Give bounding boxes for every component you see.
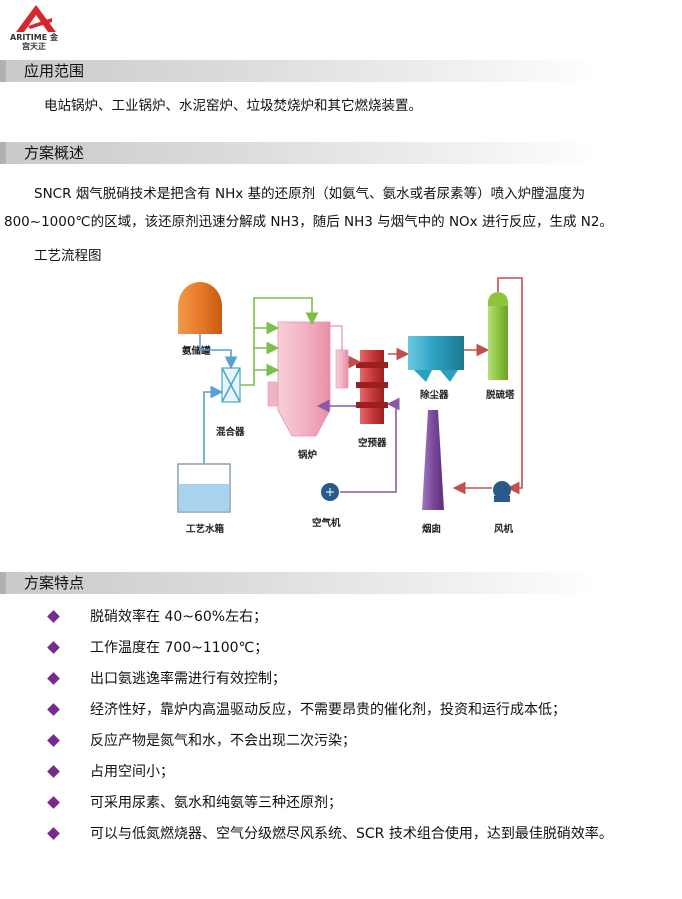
mixer-icon bbox=[221, 367, 241, 403]
dust-collector-icon bbox=[408, 336, 464, 382]
overview-line-2: 800~1000℃的区域，该还原剂迅速分解成 NH3，随后 NH3 与烟气中的 … bbox=[4, 214, 613, 230]
label-mixer: 混合器 bbox=[216, 426, 245, 438]
label-chimney: 烟囱 bbox=[422, 523, 441, 535]
chimney-icon bbox=[422, 410, 444, 510]
process-flow-diagram: 氨储罐 工艺水箱 混合器 锅炉 空预器 除尘器 bbox=[177, 277, 523, 535]
section-header-features: 方案特点 bbox=[0, 572, 600, 594]
diamond-bullet-icon bbox=[47, 703, 60, 716]
label-air-preheater: 空预器 bbox=[358, 437, 387, 449]
diamond-bullet-icon bbox=[47, 672, 60, 685]
diamond-bullet-icon bbox=[47, 827, 60, 840]
diamond-bullet-icon bbox=[47, 641, 60, 654]
label-desulfurization-tower: 脱硫塔 bbox=[486, 389, 515, 401]
fan-icon bbox=[493, 481, 511, 502]
label-air-blower: 空气机 bbox=[312, 517, 341, 529]
section-header-application: 应用范围 bbox=[0, 60, 600, 82]
diagram-title: 工艺流程图 bbox=[34, 248, 102, 264]
section-header-overview: 方案概述 bbox=[0, 142, 600, 164]
label-water-tank: 工艺水箱 bbox=[186, 523, 225, 535]
air-preheater-icon bbox=[356, 350, 388, 424]
label-dust-collector: 除尘器 bbox=[420, 389, 449, 401]
air-blower-icon bbox=[321, 483, 339, 501]
diamond-bullet-icon bbox=[47, 734, 60, 747]
logo-text: ARITIME 金宫天正 bbox=[10, 33, 58, 51]
label-boiler: 锅炉 bbox=[298, 449, 318, 461]
section-title: 应用范围 bbox=[24, 62, 85, 80]
boiler-icon bbox=[267, 321, 349, 437]
label-ammonia-tank: 氨储罐 bbox=[182, 345, 211, 357]
ammonia-tank-icon bbox=[178, 282, 222, 334]
diamond-bullet-icon bbox=[47, 796, 60, 809]
label-fan: 风机 bbox=[494, 523, 514, 535]
section-title: 方案特点 bbox=[24, 574, 85, 592]
company-logo bbox=[16, 5, 56, 32]
overview-line-1: SNCR 烟气脱硝技术是把含有 NHx 基的还原剂（如氨气、氨水或者尿素等）喷入… bbox=[34, 186, 586, 202]
application-text: 电站锅炉、工业锅炉、水泥窑炉、垃圾焚烧炉和其它燃烧装置。 bbox=[44, 98, 422, 114]
water-tank-icon bbox=[177, 463, 231, 513]
diamond-bullet-icon bbox=[47, 765, 60, 778]
desulfurization-tower-icon bbox=[488, 292, 508, 380]
logo-a-icon bbox=[16, 5, 56, 32]
diamond-bullet-icon bbox=[47, 610, 60, 623]
section-title: 方案概述 bbox=[24, 144, 85, 162]
